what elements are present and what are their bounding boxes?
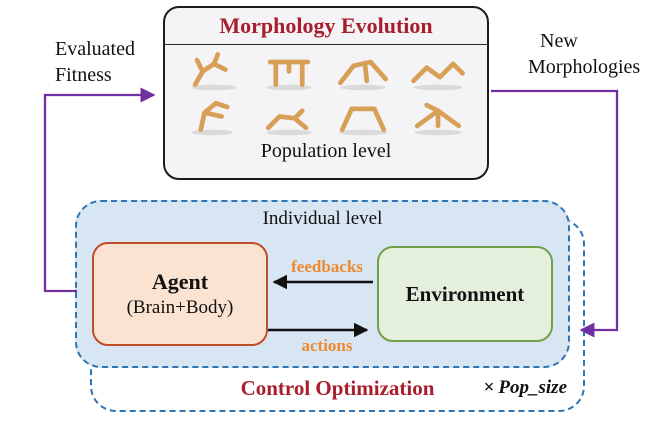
pop-size-label: Pop_size <box>498 377 567 398</box>
evaluated-fitness-line1: Evaluated <box>55 38 135 60</box>
agent-box: Agent (Brain+Body) <box>92 242 268 346</box>
morphology-figure-bridge-icon <box>326 93 401 138</box>
individual-level-box: Individual level Agent (Brain+Body) Envi… <box>75 200 570 368</box>
pop-size-multiplier: ×Pop_size <box>477 377 567 399</box>
morphology-grid <box>165 45 487 138</box>
morphology-figure-sprawler-icon <box>401 93 476 138</box>
new-morphologies-label: New Morphologies <box>528 28 640 80</box>
morphology-figure-zigzag-icon <box>401 48 476 93</box>
individual-level-label: Individual level <box>262 208 383 229</box>
feedbacks-label: feedbacks <box>291 257 363 276</box>
morphology-evolution-box: Morphology Evolution <box>163 6 489 180</box>
actions-label: actions <box>301 336 353 355</box>
morphology-figure-climber-icon <box>177 93 252 138</box>
evaluated-fitness-line2: Fitness <box>55 64 112 86</box>
morphology-figure-arch-runner-icon <box>326 48 401 93</box>
times-sign: × <box>483 377 495 398</box>
morphology-figure-dancer-icon <box>177 48 252 93</box>
agent-title: Agent <box>151 269 209 294</box>
morphology-evolution-title: Morphology Evolution <box>165 8 487 45</box>
evaluated-fitness-label: Evaluated Fitness <box>55 36 135 88</box>
agent-subtitle: (Brain+Body) <box>126 297 234 318</box>
new-morphologies-line1: New <box>540 30 578 52</box>
morphology-figure-croucher-icon <box>252 93 327 138</box>
environment-title: Environment <box>405 281 525 306</box>
morphology-figure-table-icon <box>252 48 327 93</box>
population-level-label: Population level <box>260 140 392 162</box>
new-morphologies-line2: Morphologies <box>528 56 641 78</box>
environment-box: Environment <box>377 246 553 342</box>
control-optimization-title: Control Optimization <box>240 376 435 400</box>
